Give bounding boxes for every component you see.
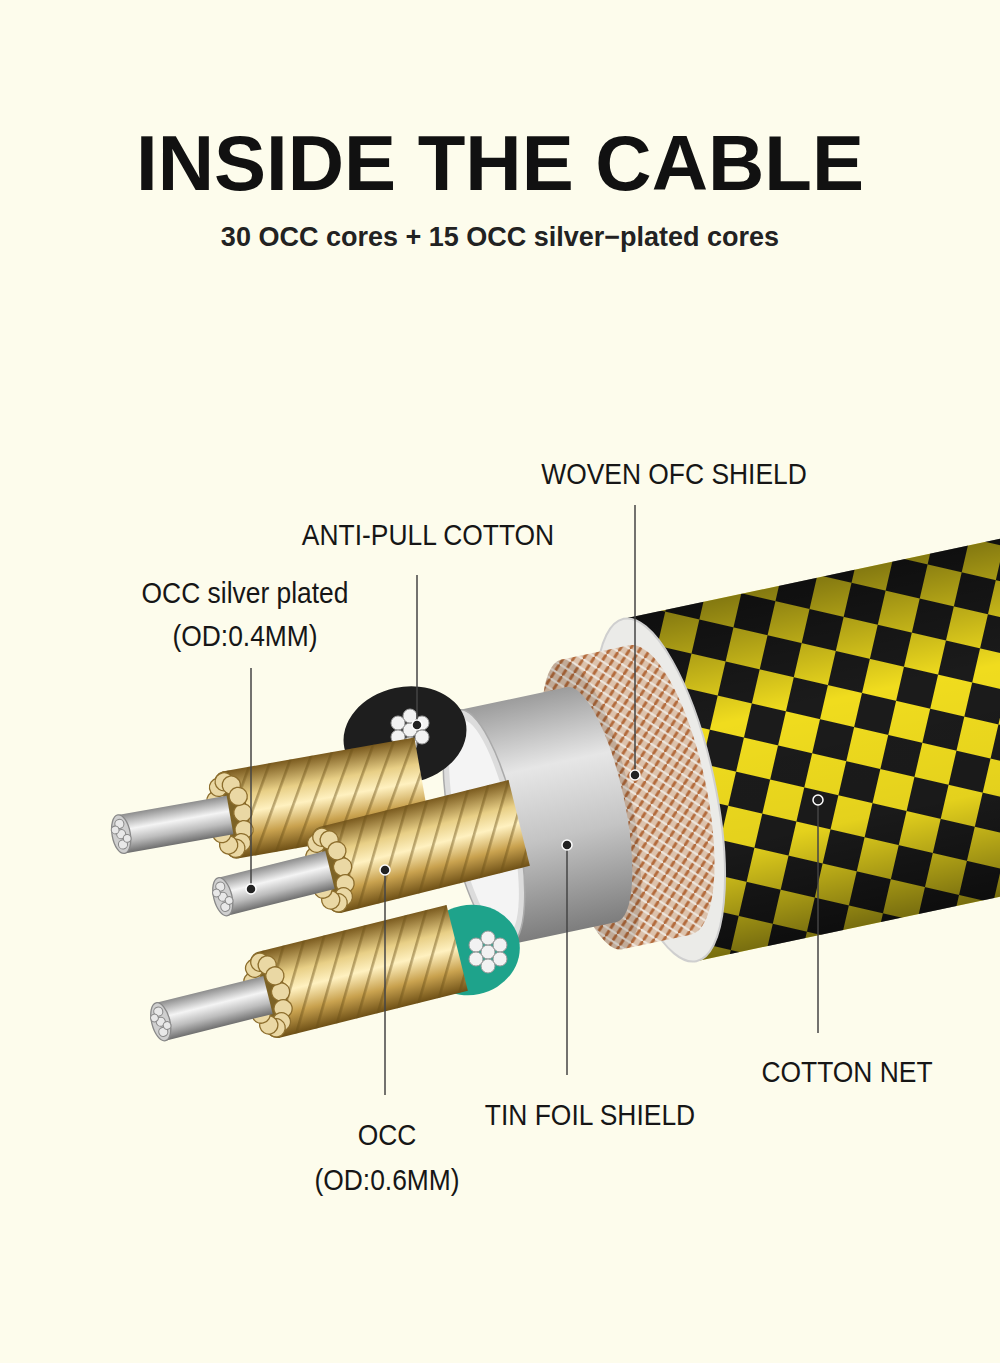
dimension-label: (OD:0.4MM) [172, 621, 317, 651]
part-label: COTTON NET [761, 1057, 932, 1087]
part-label: OCC silver plated [142, 578, 349, 608]
conductor-cores [105, 738, 530, 1067]
leader-dots [246, 720, 823, 894]
dimension-label: (OD:0.6MM) [314, 1165, 459, 1195]
page-title: INSIDE THE CABLE [136, 124, 864, 202]
part-label: WOVEN OFC SHIELD [541, 459, 806, 489]
part-label: TIN FOIL SHIELD [485, 1100, 695, 1130]
part-label: ANTI-PULL COTTON [302, 520, 554, 550]
part-label: OCC [358, 1120, 417, 1150]
subtitle: 30 OCC cores + 15 OCC silver−plated core… [221, 224, 779, 251]
